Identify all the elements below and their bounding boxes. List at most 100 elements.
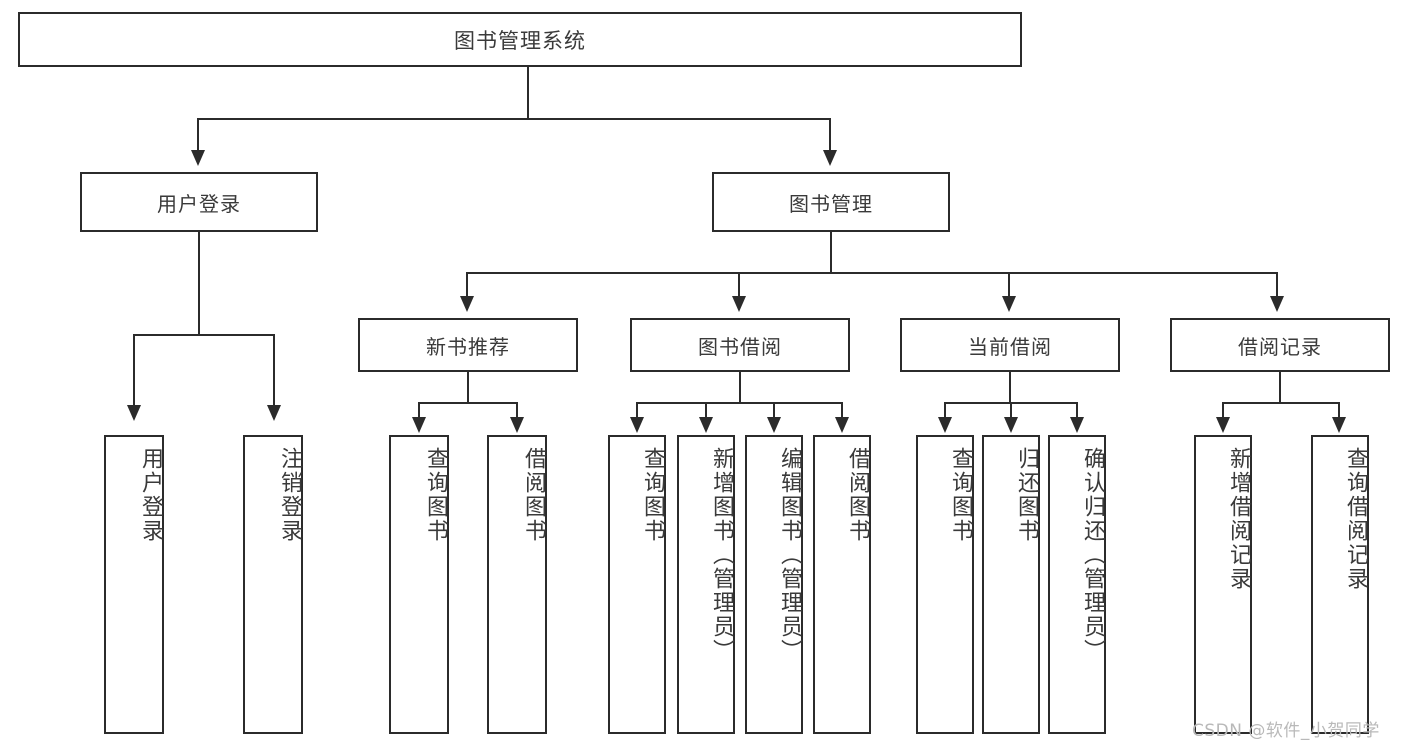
arrowhead-bm-to-current-borrow [1002,296,1016,312]
node-root-book-management-system[interactable]: 图书管理系统 [18,12,1022,67]
arrowhead-book-borrow-leaf3 [835,417,849,433]
connector-borrow-record-stem [1279,372,1281,403]
leaf-borrow-record-query-record[interactable]: 查询借阅记录 [1311,435,1369,734]
connector-bm-to-new-book [466,272,468,297]
connector-current-borrow-stem [1009,372,1011,403]
node-label: 查询图书 [423,447,448,543]
arrowhead-book-borrow-leaf0 [630,417,644,433]
leaf-text-wrap: 查询图书 [918,447,973,732]
arrowhead-book-borrow-leaf2 [767,417,781,433]
node-label: 图书管理系统 [454,28,586,53]
leaf-text-wrap: 借阅图书 [815,447,870,732]
node-label: 借阅图书 [845,447,870,543]
node-new-book-recommend[interactable]: 新书推荐 [358,318,578,372]
arrowhead-book-borrow-leaf1 [699,417,713,433]
connector-new-book-stem [467,372,469,403]
connector-book-borrow-leaf2 [773,402,775,418]
leaf-text-wrap: 查询图书 [610,447,665,732]
node-label: 归还图书 [1014,447,1039,543]
node-book-management[interactable]: 图书管理 [712,172,950,232]
leaf-current-borrow-confirm-return[interactable]: 确认归还（管理员） [1048,435,1106,734]
connector-book-borrow-leaf3 [841,402,843,418]
arrowhead-bm-to-book-borrow [732,296,746,312]
leaf-book-borrow-borrow-book[interactable]: 借阅图书 [813,435,871,734]
leaf-current-borrow-query-book[interactable]: 查询图书 [916,435,974,734]
node-label: 图书借阅 [698,334,782,359]
connector-book-borrow-leaf1 [705,402,707,418]
node-label: 当前借阅 [968,334,1052,359]
arrowhead-borrow-record-leaf0 [1216,417,1230,433]
connector-book-management-stem [830,232,832,273]
node-label: 编辑图书（管理员） [777,447,802,663]
connector-current-borrow-leaf2 [1076,402,1078,418]
connector-root-to-book-management [829,118,831,151]
leaf-text-wrap: 确认归还（管理员） [1050,447,1105,732]
connector-book-borrow-leaf0 [636,402,638,418]
connector-book-borrow-bus [636,402,843,404]
connector-user-login-leaf1 [273,334,275,406]
connector-root-bus [197,118,831,120]
arrowhead-current-borrow-leaf1 [1004,417,1018,433]
leaf-text-wrap: 新增借阅记录 [1196,447,1251,732]
leaf-new-book-query-book[interactable]: 查询图书 [389,435,449,734]
leaf-text-wrap: 归还图书 [984,447,1039,732]
connector-current-borrow-leaf1 [1010,402,1012,418]
node-label: 借阅记录 [1238,334,1322,359]
connector-new-book-leaf0 [418,402,420,418]
connector-bm-to-borrow-record [1276,272,1278,297]
leaf-book-borrow-query-book[interactable]: 查询图书 [608,435,666,734]
connector-bm-to-current-borrow [1008,272,1010,297]
leaf-book-borrow-edit-book[interactable]: 编辑图书（管理员） [745,435,803,734]
leaf-text-wrap: 查询图书 [391,447,448,732]
arrowhead-new-book-leaf1 [510,417,524,433]
connector-borrow-record-leaf1 [1338,402,1340,418]
connector-user-login-bus [133,334,275,336]
leaf-borrow-record-add-record[interactable]: 新增借阅记录 [1194,435,1252,734]
node-label: 注销登录 [277,447,302,543]
leaf-text-wrap: 注销登录 [245,447,302,732]
connector-user-login-leaf0 [133,334,135,406]
node-label: 新增图书（管理员） [709,447,734,663]
node-label: 借阅图书 [521,447,546,543]
leaf-user-login-logout[interactable]: 注销登录 [243,435,303,734]
node-current-borrow[interactable]: 当前借阅 [900,318,1120,372]
node-label: 确认归还（管理员） [1080,447,1105,663]
arrowhead-user-login-leaf1 [267,405,281,421]
connector-borrow-record-leaf0 [1222,402,1224,418]
connector-book-borrow-stem [739,372,741,403]
node-user-login[interactable]: 用户登录 [80,172,318,232]
connector-bm-to-book-borrow [738,272,740,297]
arrowhead-user-login-leaf0 [127,405,141,421]
arrowhead-bm-to-new-book [460,296,474,312]
arrowhead-bm-to-borrow-record [1270,296,1284,312]
connector-book-management-bus [466,272,1277,274]
arrowhead-root-to-user-login [191,150,205,166]
connector-user-login-stem [198,232,200,335]
arrowhead-root-to-book-management [823,150,837,166]
connector-new-book-bus [418,402,518,404]
node-book-borrow[interactable]: 图书借阅 [630,318,850,372]
node-label: 查询图书 [640,447,665,543]
arrowhead-current-borrow-leaf0 [938,417,952,433]
connector-new-book-leaf1 [516,402,518,418]
leaf-new-book-borrow-book[interactable]: 借阅图书 [487,435,547,734]
connector-borrow-record-bus [1222,402,1340,404]
node-borrow-record[interactable]: 借阅记录 [1170,318,1390,372]
node-label: 图书管理 [789,191,873,216]
leaf-text-wrap: 查询借阅记录 [1313,447,1368,732]
csdn-watermark: CSDN @软件_小贺同学 [1192,721,1380,741]
node-label: 新增借阅记录 [1226,447,1251,591]
arrowhead-borrow-record-leaf1 [1332,417,1346,433]
node-label: 查询图书 [948,447,973,543]
leaf-current-borrow-return-book[interactable]: 归还图书 [982,435,1040,734]
leaf-book-borrow-add-book[interactable]: 新增图书（管理员） [677,435,735,734]
node-label: 用户登录 [157,191,241,216]
arrowhead-current-borrow-leaf2 [1070,417,1084,433]
leaf-user-login-login[interactable]: 用户登录 [104,435,164,734]
connector-root-stem [527,67,529,119]
node-label: 新书推荐 [426,334,510,359]
connector-root-to-user-login [197,118,199,151]
leaf-text-wrap: 编辑图书（管理员） [747,447,802,732]
connector-current-borrow-leaf0 [944,402,946,418]
